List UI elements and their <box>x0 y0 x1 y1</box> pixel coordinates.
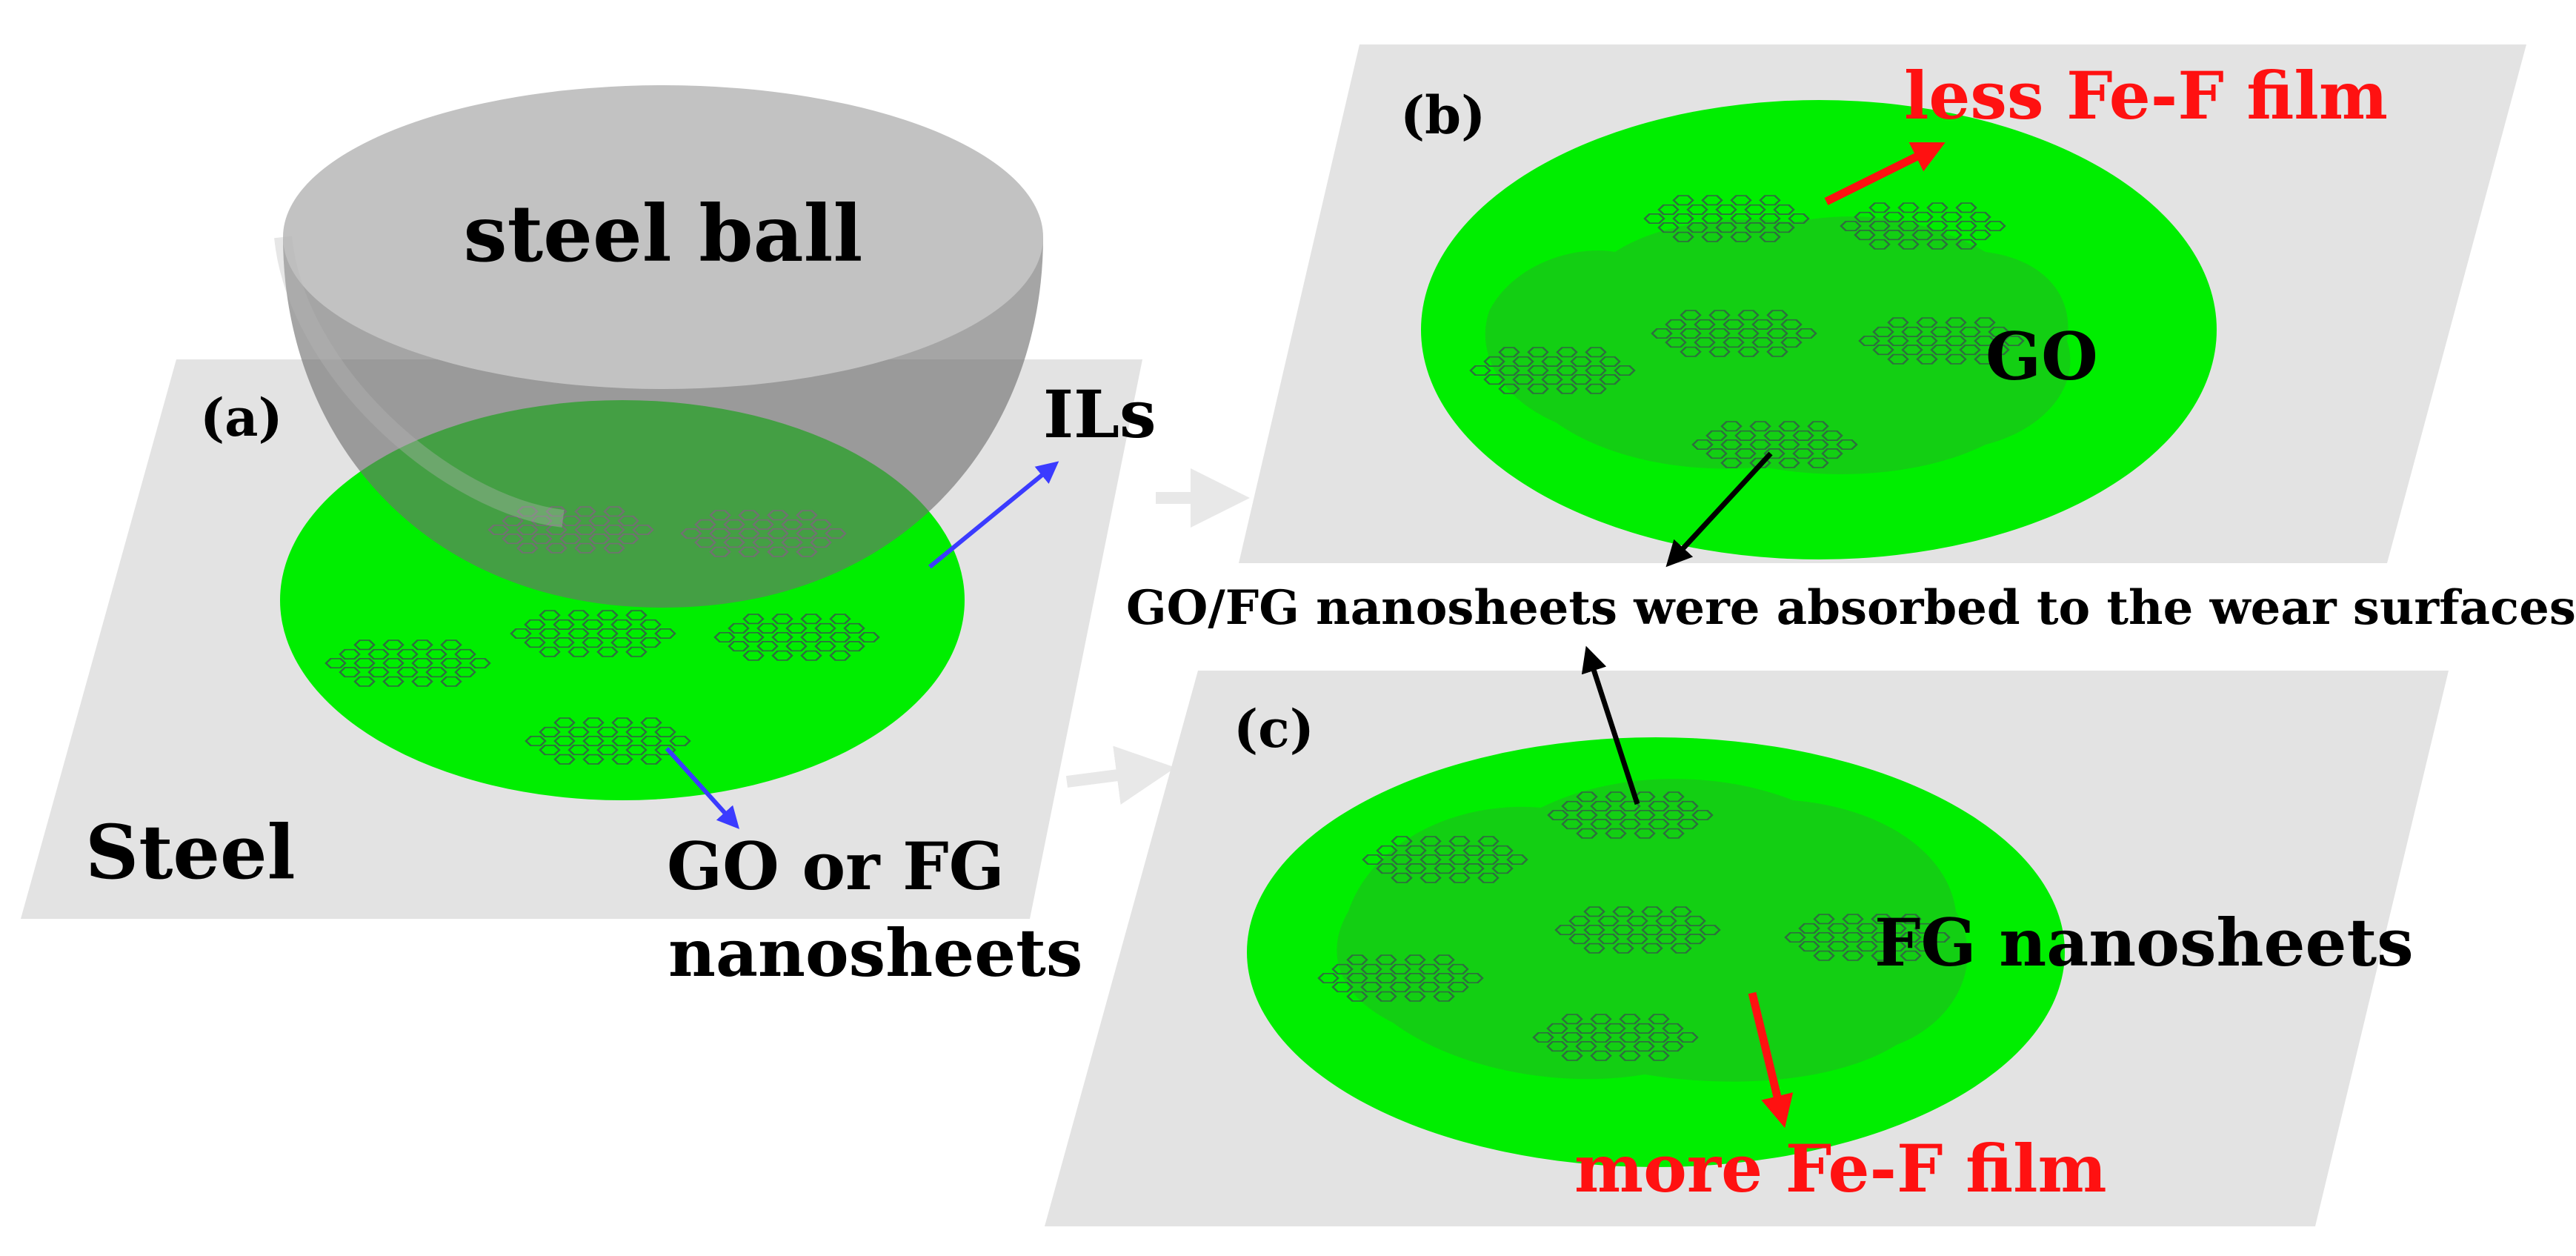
panel-a: steel ball (a) Steel ILs GO or FG nanosh… <box>21 85 1156 991</box>
lubricant-pointer-arrow <box>928 461 1059 569</box>
steel-ball-label: steel ball <box>464 187 863 279</box>
additive-label-line1: GO or FG <box>667 828 1005 905</box>
panel-a-label: (a) <box>200 387 283 448</box>
panel-b: (b) GO less Fe-F film <box>1239 44 2526 568</box>
nanosheet-pointer-arrow <box>665 746 740 829</box>
flow-arrow-to-c <box>1065 745 1176 805</box>
panel-c: (c) FG nanosheets more Fe-F film <box>1045 645 2449 1226</box>
panel-b-film-label: less Fe-F film <box>1904 57 2388 134</box>
panel-c-label: (c) <box>1234 698 1314 760</box>
adsorbed-layer-c <box>1337 779 1968 1082</box>
additive-label-line2: nanosheets <box>668 914 1082 991</box>
absorption-arrow-c <box>1581 645 1640 805</box>
steel-ball-hemisphere-icon <box>274 85 1043 608</box>
panel-c-additive-label: FG nanosheets <box>1874 904 2414 981</box>
panel-c-film-label: more Fe-F film <box>1574 1130 2107 1207</box>
substrate-label: Steel <box>85 808 296 896</box>
absorption-caption: GO/FG nanosheets were absorbed to the we… <box>1126 580 2576 636</box>
absorption-arrow-b <box>1665 451 1773 568</box>
panel-b-additive-label: GO <box>1986 318 2098 395</box>
less-film-arrow <box>1824 142 1946 205</box>
more-film-arrow <box>1748 991 1794 1129</box>
panel-b-label: (b) <box>1400 84 1485 146</box>
adsorbed-layer-b <box>1485 216 2071 474</box>
lubricant-label: ILs <box>1043 376 1156 453</box>
